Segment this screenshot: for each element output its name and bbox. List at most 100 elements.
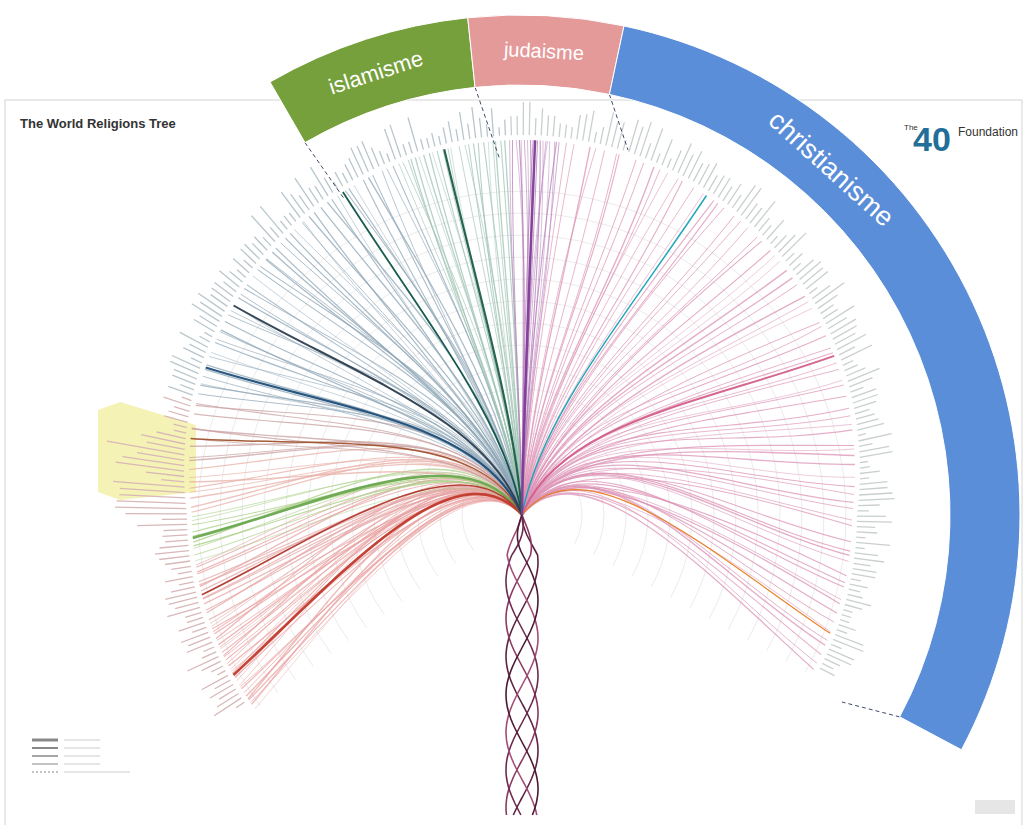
branch-line (230, 490, 522, 670)
rim-label-mark (163, 535, 188, 537)
branch-line (321, 207, 522, 515)
rim-label-mark (571, 127, 573, 138)
branch-line (233, 494, 522, 675)
rim-label-mark (858, 423, 884, 430)
branch-line (522, 486, 827, 640)
rim-label-mark (164, 416, 187, 423)
rim-label-mark (165, 577, 193, 582)
religion-band: judaisme (466, 14, 625, 96)
rim-label-mark (165, 540, 188, 542)
rim-label-mark (737, 185, 756, 211)
religion-band: islamisme (269, 16, 477, 144)
rim-label-mark (851, 579, 861, 581)
band-sector (468, 15, 624, 94)
rim-label-mark (165, 592, 196, 599)
branch-line (411, 159, 522, 515)
logo-text: 40 (913, 122, 951, 156)
rim-label-mark (848, 368, 880, 381)
rim-label-mark (205, 332, 213, 336)
branch-line (199, 488, 522, 581)
branch-line (522, 486, 825, 645)
rim-label-mark (345, 164, 353, 180)
rim-label-mark (767, 220, 784, 239)
rim-label-mark (170, 361, 198, 373)
rim-label-mark (857, 526, 875, 528)
rim-label-mark (183, 348, 204, 358)
rim-label-mark (803, 268, 823, 284)
rim-label-mark (849, 589, 860, 592)
trunk-strand (506, 515, 538, 815)
rim-label-mark (850, 584, 868, 588)
rim-label-mark (289, 213, 295, 221)
rim-label-mark (334, 182, 338, 189)
trunk-strand (506, 515, 538, 815)
rim-label-mark (559, 124, 560, 138)
branch-line (202, 485, 522, 595)
rim-label-mark (860, 452, 893, 458)
rim-label-mark (161, 480, 184, 482)
rim-label-mark (843, 361, 854, 366)
rim-label-mark (859, 493, 892, 495)
rim-label-mark (510, 116, 512, 135)
rim-label-mark (535, 118, 537, 135)
rim-label-mark (858, 510, 869, 511)
rim-label-mark (182, 397, 192, 400)
rim-label-mark (403, 144, 407, 155)
rim-label-mark (800, 262, 821, 280)
rim-label-mark (833, 639, 863, 651)
branch-line (444, 149, 522, 515)
rim-label-mark (480, 118, 482, 138)
rim-label-mark (849, 378, 872, 387)
rim-label-mark (439, 136, 441, 145)
rim-label-mark (594, 132, 596, 143)
branch-line (522, 196, 707, 516)
band-leader-line (609, 94, 628, 150)
rim-label-mark (860, 478, 869, 479)
rim-label-mark (728, 184, 742, 204)
rim-label-mark (825, 659, 840, 666)
rim-label-mark (212, 288, 231, 302)
rim-label-mark (504, 120, 506, 136)
trunk-strand (506, 515, 538, 815)
rim-label-mark (169, 411, 189, 417)
rim-label-mark (855, 547, 864, 549)
branch-line (522, 493, 821, 655)
rim-label-mark (841, 345, 872, 360)
rim-label-mark (187, 617, 203, 622)
rim-label-mark (860, 462, 868, 463)
rim-label-mark (553, 116, 555, 136)
branch-line (522, 494, 814, 669)
rim-label-mark (667, 158, 671, 167)
rim-label-mark (432, 133, 435, 146)
rim-label-mark (860, 471, 880, 473)
rim-label-mark (194, 320, 215, 332)
rim-label-mark (115, 507, 186, 508)
rim-label-mark (233, 259, 249, 273)
rim-label-mark (204, 647, 215, 652)
rim-label-mark (486, 124, 487, 137)
rim-label-mark (860, 482, 888, 485)
rim-label-mark (859, 446, 889, 452)
band-leader-line (475, 87, 500, 160)
branch-line (193, 478, 522, 536)
rim-label-mark (856, 542, 890, 545)
rim-label-mark (281, 192, 300, 217)
rim-label-mark (191, 358, 202, 363)
yellow-branch-patch (98, 402, 196, 500)
rim-label-mark (831, 644, 841, 648)
rim-label-mark (565, 125, 567, 138)
rim-label-mark (163, 530, 187, 531)
rim-label-mark (547, 115, 548, 135)
rim-label-mark (854, 558, 884, 562)
rim-label-mark (859, 434, 892, 441)
branch-line (522, 194, 704, 516)
branch-line (493, 141, 522, 515)
rim-label-mark (821, 305, 834, 314)
rim-label-mark (857, 516, 886, 517)
rim-label-mark (704, 163, 717, 187)
rim-label-mark (606, 112, 614, 145)
rim-label-mark (657, 154, 661, 163)
rim-label-mark (857, 521, 892, 523)
rim-label-mark (854, 401, 876, 408)
rim-labels-marks (107, 102, 895, 716)
